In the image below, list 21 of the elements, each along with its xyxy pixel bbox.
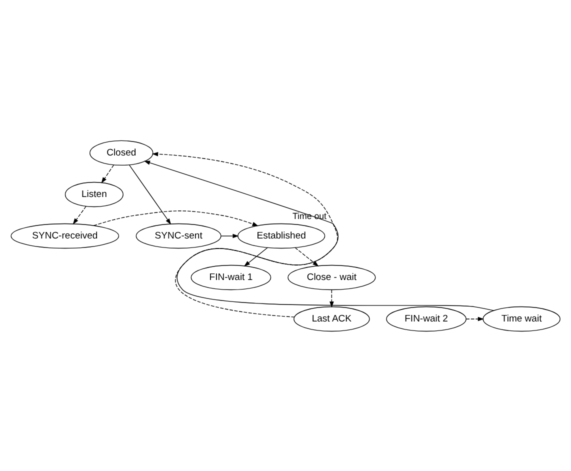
arrow [72,206,86,224]
node-ellipse: Time wait [482,306,560,332]
arrow [330,288,334,308]
node-ellipse: SYNC-received [10,222,120,248]
node-ellipse: SYNC-sent [136,222,222,248]
edge-label: Time out [292,210,326,220]
node-ellipse: Listen [64,181,124,207]
arrow [93,210,258,226]
node-ellipse: Established [238,222,326,248]
arrow [101,164,114,183]
arrow [294,246,319,266]
arrow [466,316,484,321]
arrow [129,164,172,224]
node-ellipse: FIN-wait 2 [386,306,466,332]
arrow [220,233,239,238]
node-ellipse: Close - wait [288,264,376,290]
arrow [244,246,268,266]
node-ellipse: FIN-wait 1 [190,264,272,290]
arrow [144,160,494,310]
arrow [152,151,338,317]
node-ellipse: Last ACK [294,306,370,332]
